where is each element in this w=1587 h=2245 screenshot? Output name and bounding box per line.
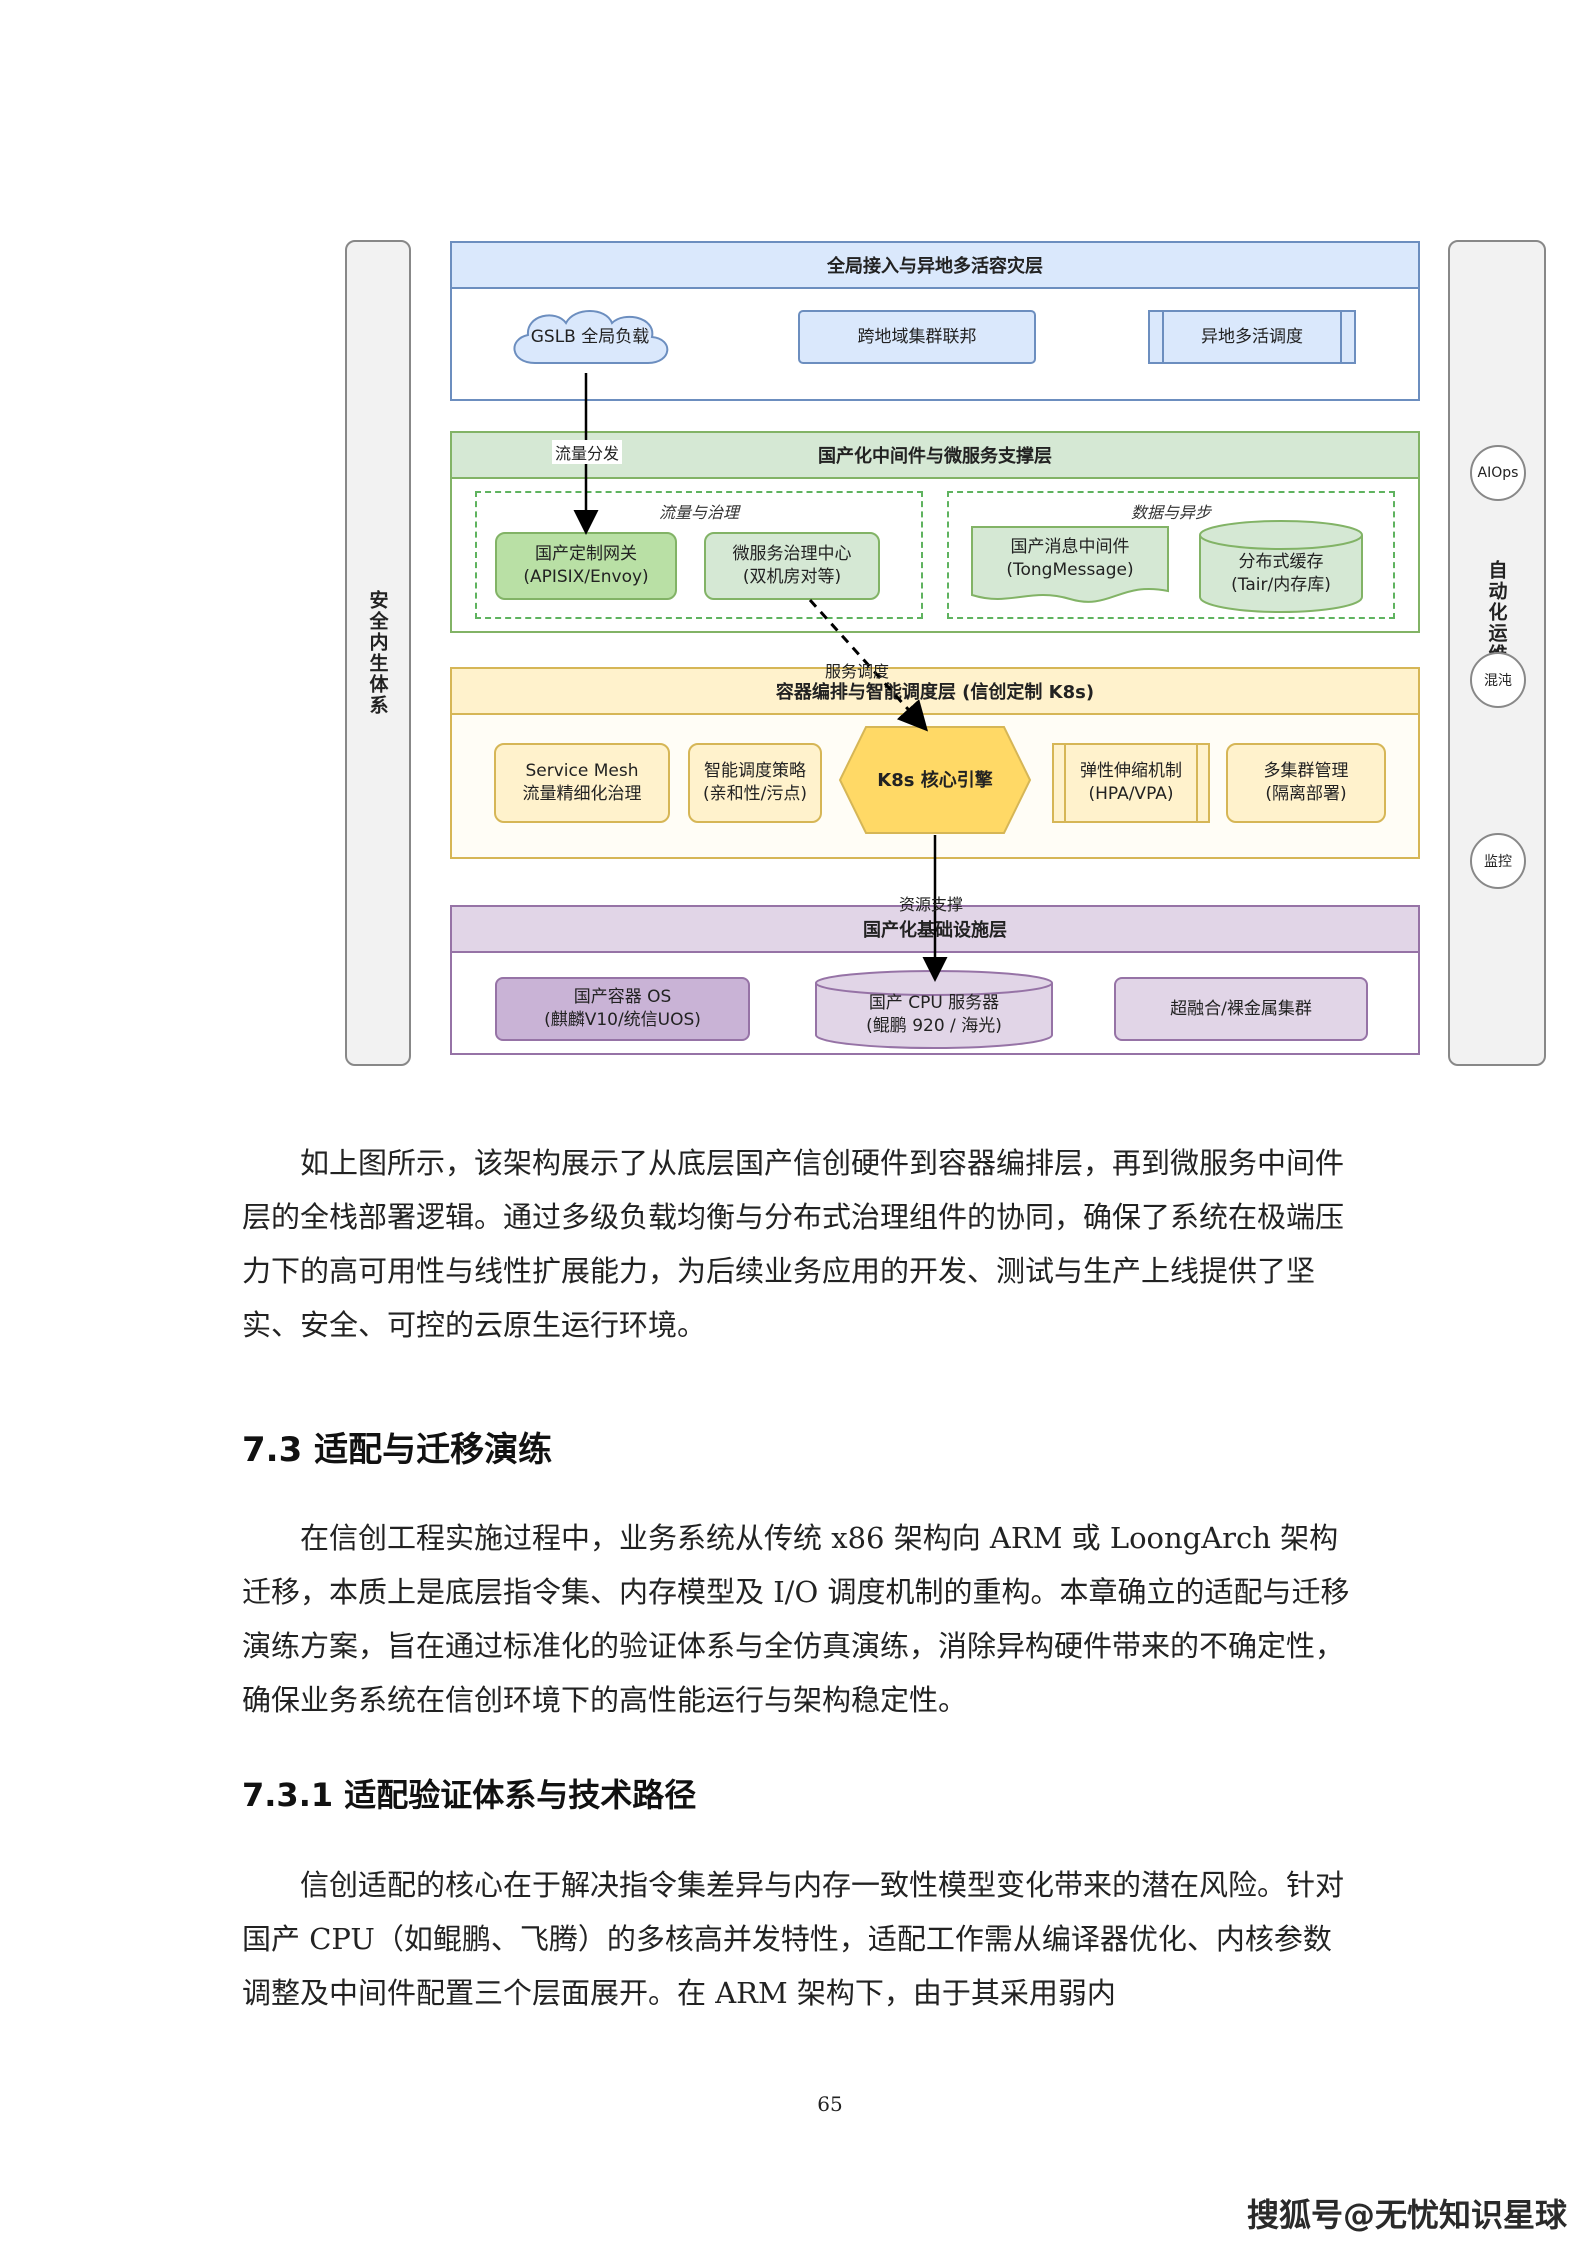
section-heading-7-3: 7.3 适配与迁移演练 — [242, 1430, 553, 1470]
traffic-edge-label: 流量分发 — [552, 440, 623, 464]
paragraph-migration-intro: 在信创工程实施过程中，业务系统从传统 x86 架构向 ARM 或 LoongAr… — [242, 1521, 1350, 1717]
k8s-core-engine-node: K8s 核心引擎 — [877, 769, 993, 791]
architecture-diagram: 安全内生体系 自动化运维体系 AIOps 混沌 监控 全局接入与异地多活容灾层 … — [290, 225, 1580, 1105]
smart-scheduling-node: 智能调度策略(亲和性/污点) — [688, 743, 822, 823]
service-governance-node: 微服务治理中心(双机房对等) — [704, 532, 880, 600]
hyperconverged-cluster-node: 超融合/裸金属集群 — [1114, 977, 1368, 1041]
gslb-node: GSLB 全局负载 — [530, 326, 650, 347]
chaos-node: 混沌 — [1470, 652, 1526, 708]
section-heading-7-3-1: 7.3.1 适配验证体系与技术路径 — [242, 1776, 697, 1814]
paragraph-diagram-summary: 如上图所示，该架构展示了从底层国产信创硬件到容器编排层，再到微服务中间件层的全栈… — [242, 1146, 1345, 1342]
cpu-server-node: 国产 CPU 服务器(鲲鹏 920 / 海光) — [866, 993, 1002, 1036]
aiops-node: AIOps — [1470, 445, 1526, 501]
page-number: 65 — [817, 2092, 843, 2116]
multi-cluster-node: 多集群管理(隔离部署) — [1226, 743, 1386, 823]
cache-cylinder-shape — [1199, 520, 1363, 613]
paragraph-adaptation-core: 信创适配的核心在于解决指令集差异与内存一致性模型变化带来的潜在风险。针对国产 C… — [242, 1868, 1345, 2010]
cross-region-federation-node: 跨地域集群联邦 — [798, 310, 1036, 364]
message-middleware-shape — [971, 526, 1169, 603]
layer-global-access-title: 全局接入与异地多活容灾层 — [452, 243, 1418, 289]
schedule-edge-label: 服务调度 — [825, 662, 890, 681]
distributed-cache-node: 分布式缓存(Tair/内存库) — [1231, 552, 1331, 595]
multi-active-scheduling-node: 异地多活调度 — [1148, 310, 1356, 364]
auto-scaling-node: 弹性伸缩机制(HPA/VPA) — [1052, 743, 1210, 823]
footer-watermark: 搜狐号@无忧知识星球 — [1246, 2196, 1567, 2234]
diagram-edges — [573, 373, 948, 982]
security-system-bar: 安全内生体系 — [345, 240, 411, 1066]
group-traffic-governance: 流量与治理 — [475, 491, 923, 619]
group-data-async: 数据与异步 — [947, 491, 1395, 619]
resource-edge-label: 资源支撑 — [899, 895, 964, 914]
auto-ops-bar: 自动化运维体系 — [1448, 240, 1546, 1066]
gslb-cloud-icon — [513, 310, 669, 364]
k8s-core-hexagon-shape — [838, 726, 1032, 834]
monitor-node: 监控 — [1470, 833, 1526, 889]
layer-container-title: 容器编排与智能调度层 (信创定制 K8s) — [452, 669, 1418, 715]
message-middleware-node: 国产消息中间件(TongMessage) — [1006, 537, 1134, 580]
schedule-edge — [808, 598, 929, 732]
container-os-node: 国产容器 OS(麒麟V10/统信UOS) — [495, 977, 750, 1041]
security-system-label: 安全内生体系 — [366, 590, 389, 716]
gateway-node: 国产定制网关(APISIX/Envoy) — [495, 532, 677, 600]
